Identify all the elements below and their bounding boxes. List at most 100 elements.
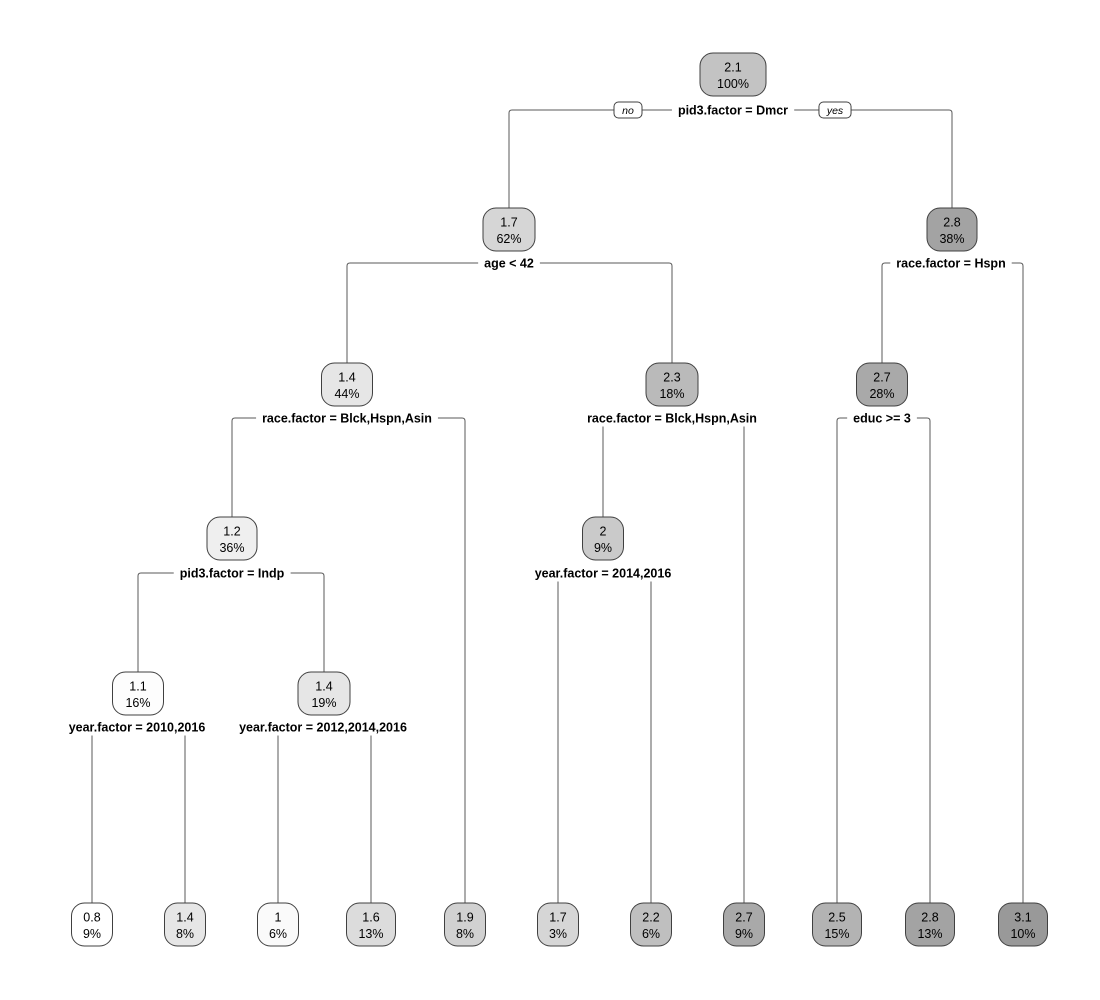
node-percent: 13% [917,927,942,941]
split-label-background [890,254,1012,272]
branch-line [508,109,953,208]
node-box [856,362,908,407]
no-branch-badge: no [613,101,643,119]
yes-branch-badge: yes [818,101,852,119]
node-percent: 8% [456,927,474,941]
node-box [905,902,955,947]
node-value: 2.5 [828,911,845,925]
node-percent: 6% [269,927,287,941]
node-percent: 16% [125,696,150,710]
yes-badge-box [818,101,852,119]
node-box [297,671,351,716]
node-box [164,902,206,947]
node-value: 1.7 [500,216,517,230]
branch-line [277,726,372,903]
node-percent: 3% [549,927,567,941]
no-badge-label: no [622,105,634,117]
node-box [630,902,672,947]
no-badge-box [613,101,643,119]
split-label: race.factor = Blck,Hspn,Asin [262,412,432,426]
tree-node-l8: 2.79% [723,902,765,947]
node-box [582,516,624,561]
node-box [926,207,978,252]
node-box [998,902,1048,947]
node-percent: 8% [176,927,194,941]
node-box [206,516,258,561]
node-box [482,207,536,252]
node-percent: 9% [83,927,101,941]
tree-node-n5: 2.318% [645,362,699,407]
tree-node-n3: 2.838% [926,207,978,252]
tree-node-l4: 1.613% [346,902,396,947]
branch-line [836,417,931,903]
node-value: 1.1 [129,680,146,694]
tree-node-l10: 2.813% [905,902,955,947]
node-value: 1.4 [338,371,355,385]
split-label-background [173,564,291,582]
node-value: 3.1 [1014,911,1031,925]
node-value: 2.7 [873,371,890,385]
node-value: 1.6 [362,911,379,925]
node-value: 0.8 [83,911,100,925]
split-label-background [478,254,540,272]
split-label: race.factor = Blck,Hspn,Asin [587,412,757,426]
branch-line [602,417,745,903]
node-percent: 10% [1010,927,1035,941]
yes-badge-label: yes [826,105,844,117]
node-value: 2 [600,525,607,539]
node-percent: 9% [735,927,753,941]
branch-line [91,726,186,903]
node-value: 1.4 [176,911,193,925]
node-box [812,902,862,947]
tree-node-n8: 29% [582,516,624,561]
node-percent: 38% [939,232,964,246]
node-box [723,902,765,947]
node-percent: 62% [496,232,521,246]
tree-node-l2: 1.48% [164,902,206,947]
split-label: year.factor = 2014,2016 [535,567,672,581]
node-percent: 13% [358,927,383,941]
split-label: age < 42 [484,257,534,271]
node-value: 1.2 [223,525,240,539]
node-value: 2.1 [724,61,741,75]
tree-node-l9: 2.515% [812,902,862,947]
node-box [71,902,113,947]
node-box [346,902,396,947]
tree-node-l7: 2.26% [630,902,672,947]
node-box [444,902,486,947]
branch-line [231,417,466,903]
tree-node-l1: 0.89% [71,902,113,947]
tree-node-l5: 1.98% [444,902,486,947]
tree-node-n6: 2.728% [856,362,908,407]
branch-line [137,572,325,672]
node-box [112,671,164,716]
branch-line [346,262,673,363]
split-label: year.factor = 2010,2016 [69,721,206,735]
node-percent: 44% [334,387,359,401]
node-value: 1 [275,911,282,925]
node-percent: 28% [869,387,894,401]
tree-node-n10: 1.419% [297,671,351,716]
split-label-background [581,409,763,427]
node-box [699,52,767,97]
branch-line [881,262,1024,903]
node-value: 2.8 [943,216,960,230]
tree-node-l3: 16% [257,902,299,947]
node-value: 1.7 [549,911,566,925]
node-percent: 6% [642,927,660,941]
node-value: 2.8 [921,911,938,925]
tree-node-n9: 1.116% [112,671,164,716]
split-label: pid3.factor = Dmcr [678,104,788,118]
split-label-background [256,409,438,427]
node-value: 2.3 [663,371,680,385]
node-value: 1.4 [315,680,332,694]
tree-node-l6: 1.73% [537,902,579,947]
node-value: 2.2 [642,911,659,925]
branch-line [557,572,652,903]
node-percent: 15% [824,927,849,941]
node-box [537,902,579,947]
split-label: year.factor = 2012,2014,2016 [239,721,407,735]
node-percent: 9% [594,541,612,555]
